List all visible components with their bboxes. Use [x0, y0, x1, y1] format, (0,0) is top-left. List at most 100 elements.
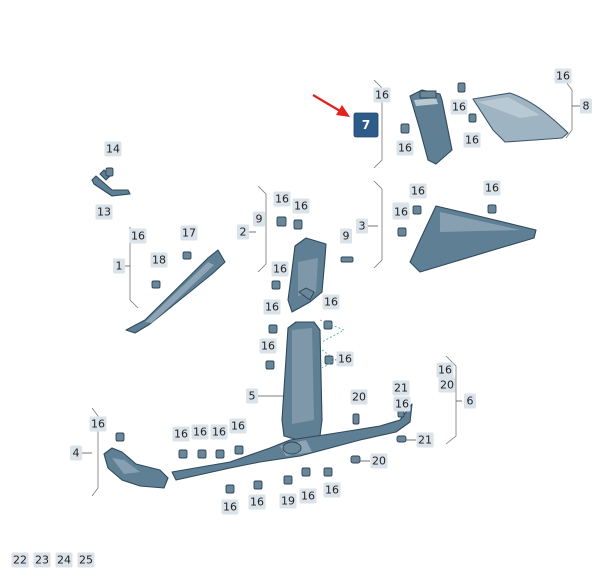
- part-label: 16: [336, 351, 354, 367]
- part-label: 16: [299, 488, 317, 504]
- part-5-b-pillar-lower: [281, 321, 323, 441]
- connector-line: [319, 319, 346, 343]
- part-label: 13: [95, 204, 113, 220]
- part-number-text: 16: [91, 418, 105, 431]
- part-label: 21: [392, 380, 410, 396]
- part-number-text: 4: [73, 447, 80, 460]
- part-1-a-pillar-trim: [125, 249, 226, 334]
- part-number-text: 6: [467, 395, 474, 408]
- part-number-text: 20: [352, 391, 366, 404]
- part-number-text: 16: [275, 193, 289, 206]
- part-number-text: 8: [583, 100, 590, 113]
- part-label: 16: [392, 204, 410, 220]
- part-label: 4: [70, 445, 82, 461]
- part-label: 5: [246, 388, 258, 404]
- part-number-text: 9: [256, 213, 263, 226]
- part-number-text: 16: [212, 426, 226, 439]
- part-label: 16: [172, 426, 190, 442]
- part-number-text: 16: [250, 496, 264, 509]
- part-number-text: 21: [394, 382, 408, 395]
- part-number-text: 2: [240, 226, 247, 239]
- part-number-text: 16: [294, 200, 308, 213]
- part-label: 16: [273, 191, 291, 207]
- part-number-text: 16: [398, 142, 412, 155]
- part-label: 16: [263, 299, 281, 315]
- part-label: 16: [248, 494, 266, 510]
- part-number-text: 20: [440, 379, 454, 392]
- part-4-front-sill: [103, 447, 169, 489]
- part-number-text: 16: [375, 89, 389, 102]
- part-label: 16: [259, 338, 277, 354]
- part-number-text: 20: [372, 455, 386, 468]
- part-label: 18: [150, 252, 168, 268]
- part-number-text: 16: [265, 301, 279, 314]
- part-6-sill-panel: [171, 403, 413, 481]
- leader-lines: [82, 79, 580, 497]
- part-label: 20: [370, 453, 388, 469]
- part-number-text: 16: [324, 296, 338, 309]
- part-label: 16: [393, 396, 411, 412]
- part-label: 16: [229, 418, 247, 434]
- part-label: 16: [450, 99, 468, 115]
- part-number-text: 7: [362, 118, 370, 132]
- part-label: 16: [191, 424, 209, 440]
- part-number-text: 18: [152, 254, 166, 267]
- part-number-text: 16: [394, 206, 408, 219]
- part-label: 16: [483, 180, 501, 196]
- part-number-text: 25: [79, 554, 93, 567]
- part-label: 9: [340, 228, 352, 244]
- part-number-text: 21: [418, 434, 432, 447]
- part-label: 23: [33, 552, 51, 568]
- part-label: 16: [554, 68, 572, 84]
- part-number-text: 16: [131, 230, 145, 243]
- part-number-text: 16: [452, 101, 466, 114]
- part-label: 16: [396, 140, 414, 156]
- part-number-text: 14: [106, 143, 120, 156]
- part-label: 6: [464, 393, 476, 409]
- part-label: 19: [279, 493, 297, 509]
- clips: [105, 82, 497, 494]
- part-label: 16: [322, 294, 340, 310]
- part-number-text: 5: [249, 390, 256, 403]
- connector-line: [321, 349, 337, 369]
- part-2-b-pillar-upper: [287, 237, 327, 313]
- part-label: 16: [221, 499, 239, 515]
- part-label: 3: [356, 218, 368, 234]
- part-number-text: 16: [485, 182, 499, 195]
- part-label: 9: [253, 211, 265, 227]
- red-pointer-arrow: [312, 94, 350, 117]
- part-number-text: 16: [223, 501, 237, 514]
- part-label: 16: [323, 482, 341, 498]
- part-number-text: 22: [13, 554, 27, 567]
- part-label: 20: [350, 389, 368, 405]
- part-number-text: 9: [343, 230, 350, 243]
- part-number-text: 13: [97, 206, 111, 219]
- part-number-text: 16: [231, 420, 245, 433]
- part-label: 22: [11, 552, 29, 568]
- part-7-pillar-trim: [409, 89, 453, 165]
- part-number-text: 24: [57, 554, 71, 567]
- part-number-text: 16: [465, 134, 479, 147]
- part-number-text: 17: [182, 227, 196, 240]
- part-label: 16: [89, 416, 107, 432]
- part-label: 25: [77, 552, 95, 568]
- part-number-text: 16: [338, 353, 352, 366]
- part-label: 16: [409, 183, 427, 199]
- part-number-text: 19: [281, 495, 295, 508]
- part-label: 8: [580, 98, 592, 114]
- part-label: 16: [373, 87, 391, 103]
- part-number-text: 16: [261, 340, 275, 353]
- part-label: 24: [55, 552, 73, 568]
- part-label: 2: [237, 224, 249, 240]
- part-number-text: 16: [411, 185, 425, 198]
- part-label: 14: [104, 141, 122, 157]
- part-number-text: 16: [395, 398, 409, 411]
- part-number-text: 16: [301, 490, 315, 503]
- part-label: 1: [113, 258, 125, 274]
- part-number-text: 16: [193, 426, 207, 439]
- highlighted-part-label: 7: [353, 112, 379, 138]
- part-number-text: 23: [35, 554, 49, 567]
- part-label: 16: [292, 198, 310, 214]
- part-8-upper-rear-trim: [472, 92, 569, 143]
